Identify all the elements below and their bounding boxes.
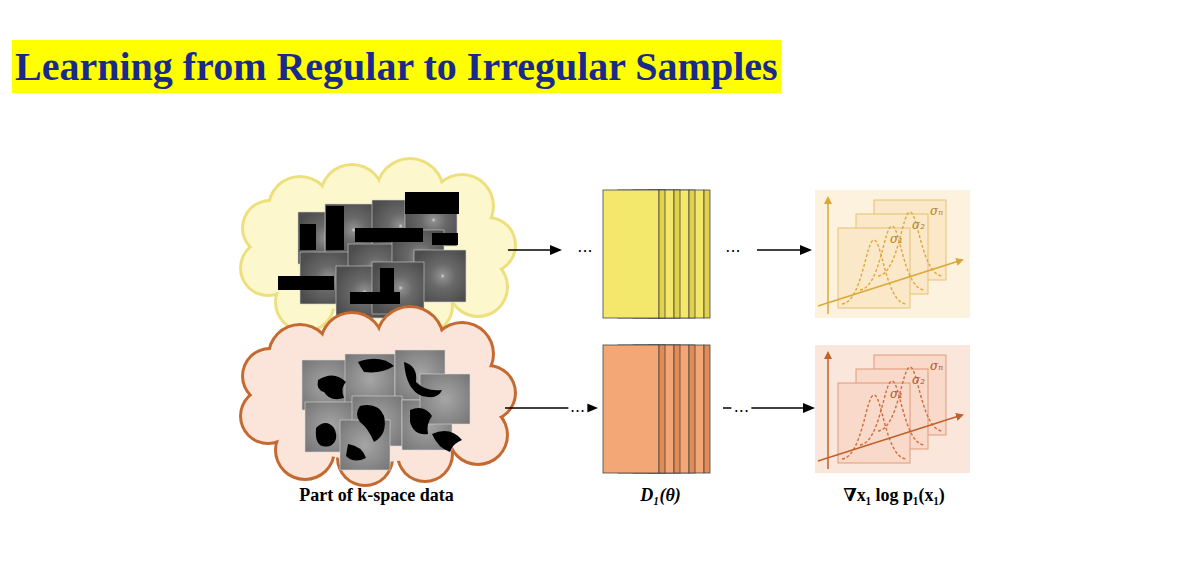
arrow-head bbox=[803, 403, 815, 413]
title-text: Learning from Regular to Irregular Sampl… bbox=[12, 40, 781, 93]
kspace-cloud: Part of k-space data bbox=[248, 328, 505, 506]
edge-label: ... bbox=[732, 399, 751, 415]
caption-text: D₁(θ) bbox=[598, 484, 723, 506]
edge-label: ... bbox=[568, 399, 587, 415]
arrow-head bbox=[586, 403, 598, 413]
score-panel: σ₁ σ₂ σₙ bbox=[815, 190, 973, 320]
sigma-label: σ₁ bbox=[890, 387, 903, 401]
caption-text: Part of k-space data bbox=[248, 484, 505, 506]
ellipsis-label: ... bbox=[575, 239, 594, 255]
ellipsis-label: ... bbox=[723, 239, 742, 255]
sigma-label: σₙ bbox=[930, 204, 943, 218]
sigma-label: σₙ bbox=[930, 359, 943, 373]
score-panel: σ₁ σ₂ σₙ ∇x₁ log p₁(x₁) bbox=[815, 345, 973, 506]
caption-text: ∇x₁ log p₁(x₁) bbox=[815, 484, 973, 506]
sigma-label: σ₂ bbox=[912, 373, 925, 387]
network-block: D₁(θ) bbox=[598, 340, 723, 506]
sigma-label: σ₁ bbox=[890, 232, 903, 246]
sigma-label: σ₂ bbox=[912, 218, 925, 232]
